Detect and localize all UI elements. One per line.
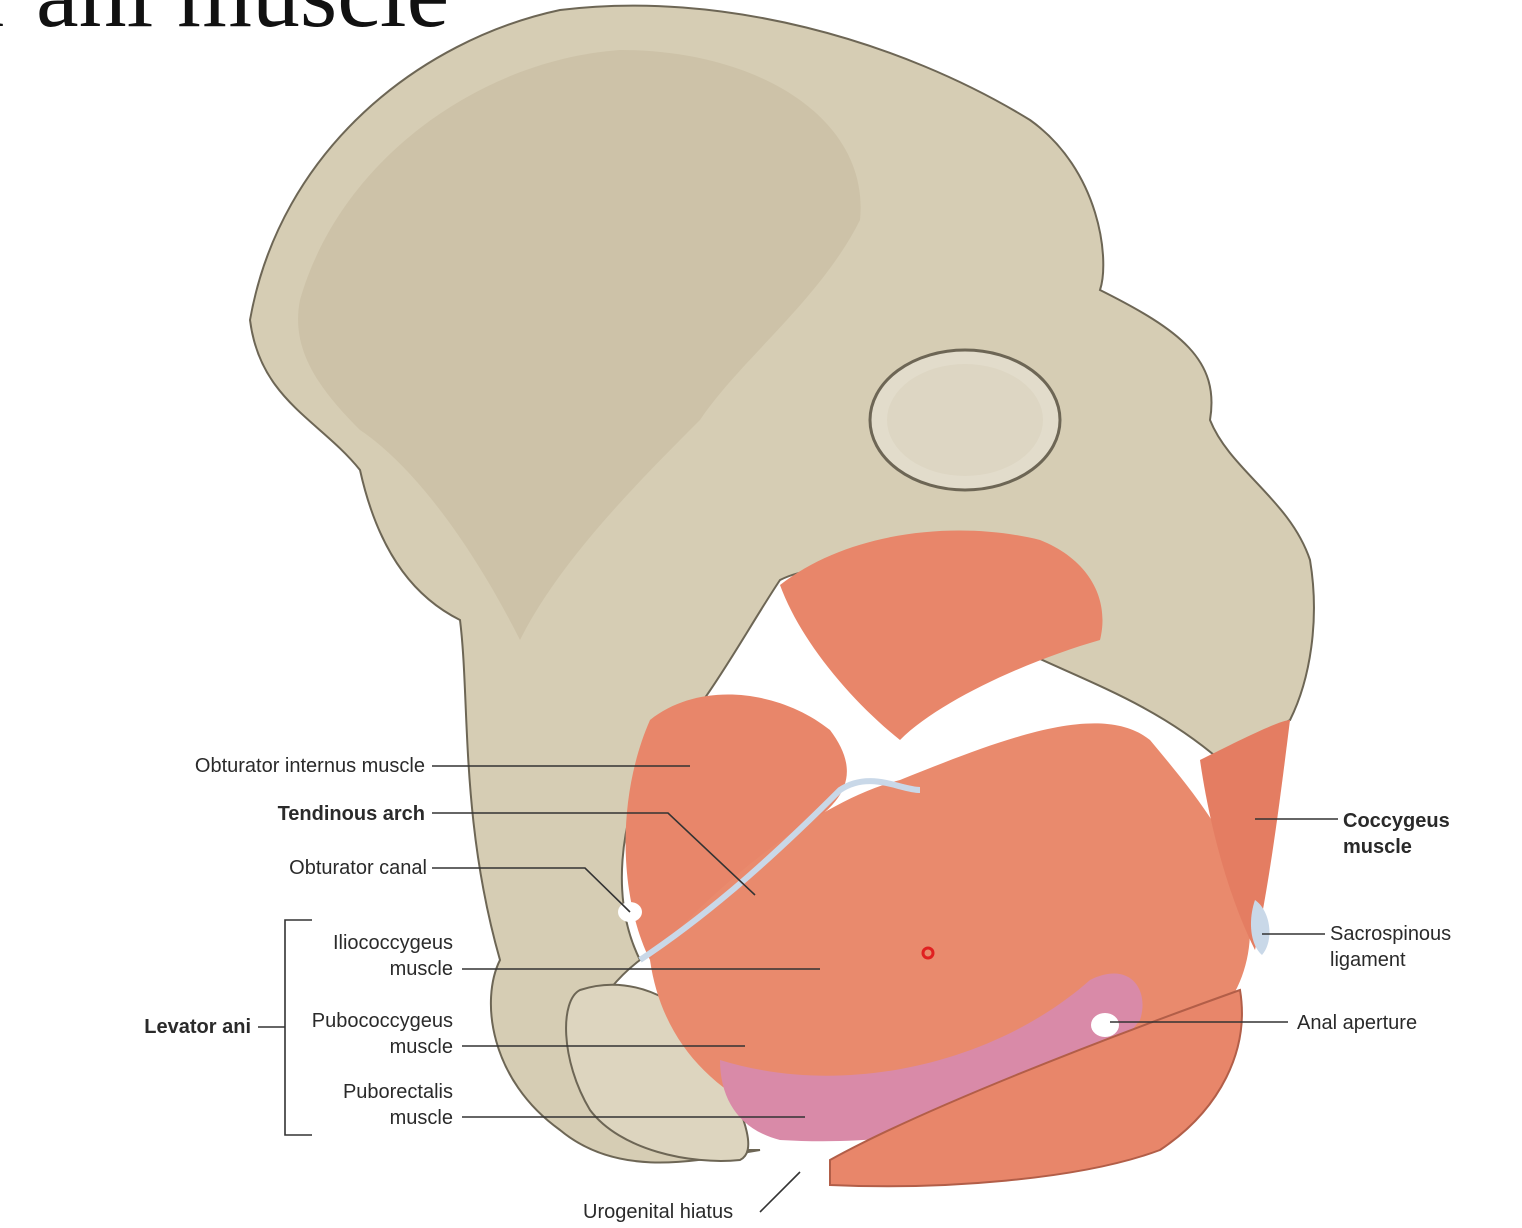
tendinous-arch-line bbox=[638, 778, 921, 963]
label-levator-ani: Levator ani bbox=[144, 1016, 251, 1038]
sacrospinous-ligament bbox=[1250, 900, 1270, 955]
coccygeus-muscle bbox=[1200, 720, 1290, 950]
leader-lines bbox=[258, 765, 1338, 1213]
label-urogenital-hiatus: Urogenital hiatus bbox=[583, 1201, 734, 1223]
anal-aperture bbox=[1091, 1013, 1119, 1037]
slide-title: r ani muscle bbox=[0, 0, 449, 49]
iliac-fossa bbox=[298, 50, 861, 640]
obturator-internus-muscle bbox=[625, 694, 847, 960]
label-obturator-internus: Obturator internus muscle bbox=[194, 755, 425, 777]
label-tendinous-arch: Tendinous arch bbox=[277, 803, 425, 825]
perineal-flap bbox=[829, 988, 1243, 1188]
label-obturator-canal: Obturator canal bbox=[289, 857, 427, 879]
coccygeus-region-muscle bbox=[780, 530, 1103, 740]
label-anal-aperture: Anal aperture bbox=[1297, 1012, 1418, 1034]
pointer-marker bbox=[921, 946, 935, 960]
